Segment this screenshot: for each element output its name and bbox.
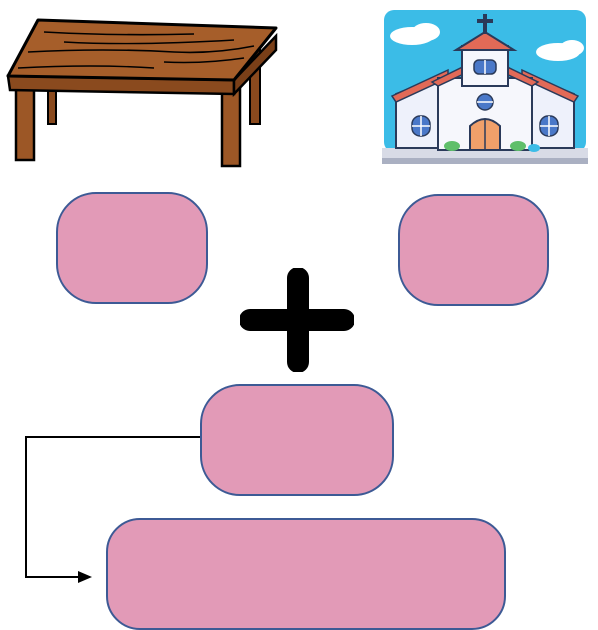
answer-box-final[interactable]: [106, 518, 506, 630]
answer-box-combined[interactable]: [200, 384, 394, 496]
table-picture: [6, 18, 278, 168]
plus-icon: [240, 268, 354, 372]
answer-box-right[interactable]: [398, 194, 549, 306]
answer-box-left[interactable]: [56, 192, 208, 304]
church-picture: [382, 10, 588, 164]
